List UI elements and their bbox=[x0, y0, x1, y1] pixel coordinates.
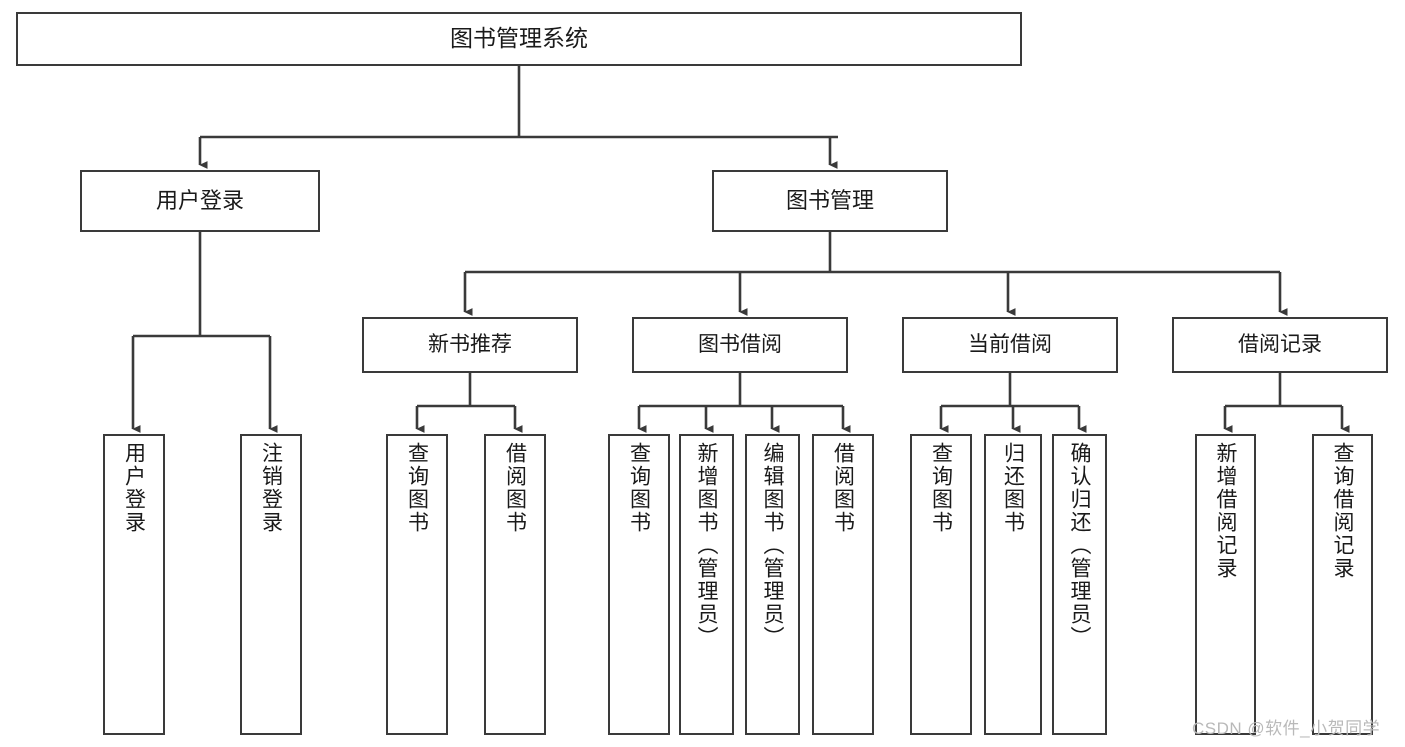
leaf-label: 归还图书 bbox=[1001, 442, 1025, 534]
node-new-book-recommend[interactable]: 新书推荐 bbox=[362, 317, 578, 373]
leaf-query-book-current[interactable]: 查询图书 bbox=[910, 434, 972, 735]
node-current-borrow[interactable]: 当前借阅 bbox=[902, 317, 1118, 373]
leaf-borrow-book[interactable]: 借阅图书 bbox=[812, 434, 874, 735]
leaf-user-login[interactable]: 用户登录 bbox=[103, 434, 165, 735]
leaf-label: 借阅图书 bbox=[831, 442, 855, 534]
node-book-borrow[interactable]: 图书借阅 bbox=[632, 317, 848, 373]
leaf-borrow-book-recommend[interactable]: 借阅图书 bbox=[484, 434, 546, 735]
leaf-query-book-recommend[interactable]: 查询图书 bbox=[386, 434, 448, 735]
leaf-edit-book-admin[interactable]: 编辑图书（管理员） bbox=[745, 434, 800, 735]
leaf-logout-login[interactable]: 注销登录 bbox=[240, 434, 302, 735]
leaf-label: 确认归还（管理员） bbox=[1068, 442, 1091, 649]
node-borrow-record[interactable]: 借阅记录 bbox=[1172, 317, 1388, 373]
node-root-label: 图书管理系统 bbox=[450, 25, 588, 52]
leaf-label: 注销登录 bbox=[259, 442, 283, 534]
node-user-login[interactable]: 用户登录 bbox=[80, 170, 320, 232]
node-book-borrow-label: 图书借阅 bbox=[698, 333, 782, 357]
node-current-borrow-label: 当前借阅 bbox=[968, 333, 1052, 357]
leaf-label: 查询图书 bbox=[929, 442, 953, 534]
leaf-label: 查询图书 bbox=[627, 442, 651, 534]
leaf-label: 新增借阅记录 bbox=[1214, 442, 1237, 580]
leaf-label: 新增图书（管理员） bbox=[695, 442, 718, 649]
node-new-book-recommend-label: 新书推荐 bbox=[428, 333, 512, 357]
node-book-management[interactable]: 图书管理 bbox=[712, 170, 948, 232]
node-root[interactable]: 图书管理系统 bbox=[16, 12, 1022, 66]
leaf-label: 用户登录 bbox=[122, 442, 146, 534]
leaf-label: 借阅图书 bbox=[503, 442, 527, 534]
leaf-label: 查询图书 bbox=[405, 442, 429, 534]
node-borrow-record-label: 借阅记录 bbox=[1238, 333, 1322, 357]
leaf-add-book-admin[interactable]: 新增图书（管理员） bbox=[679, 434, 734, 735]
leaf-query-book-borrow[interactable]: 查询图书 bbox=[608, 434, 670, 735]
leaf-confirm-return-admin[interactable]: 确认归还（管理员） bbox=[1052, 434, 1107, 735]
leaf-return-book[interactable]: 归还图书 bbox=[984, 434, 1042, 735]
leaf-label: 编辑图书（管理员） bbox=[761, 442, 784, 649]
leaf-query-borrow-record[interactable]: 查询借阅记录 bbox=[1312, 434, 1373, 735]
leaf-add-borrow-record[interactable]: 新增借阅记录 bbox=[1195, 434, 1256, 735]
leaf-label: 查询借阅记录 bbox=[1331, 442, 1354, 580]
node-user-login-label: 用户登录 bbox=[155, 187, 244, 213]
node-book-management-label: 图书管理 bbox=[785, 187, 874, 213]
